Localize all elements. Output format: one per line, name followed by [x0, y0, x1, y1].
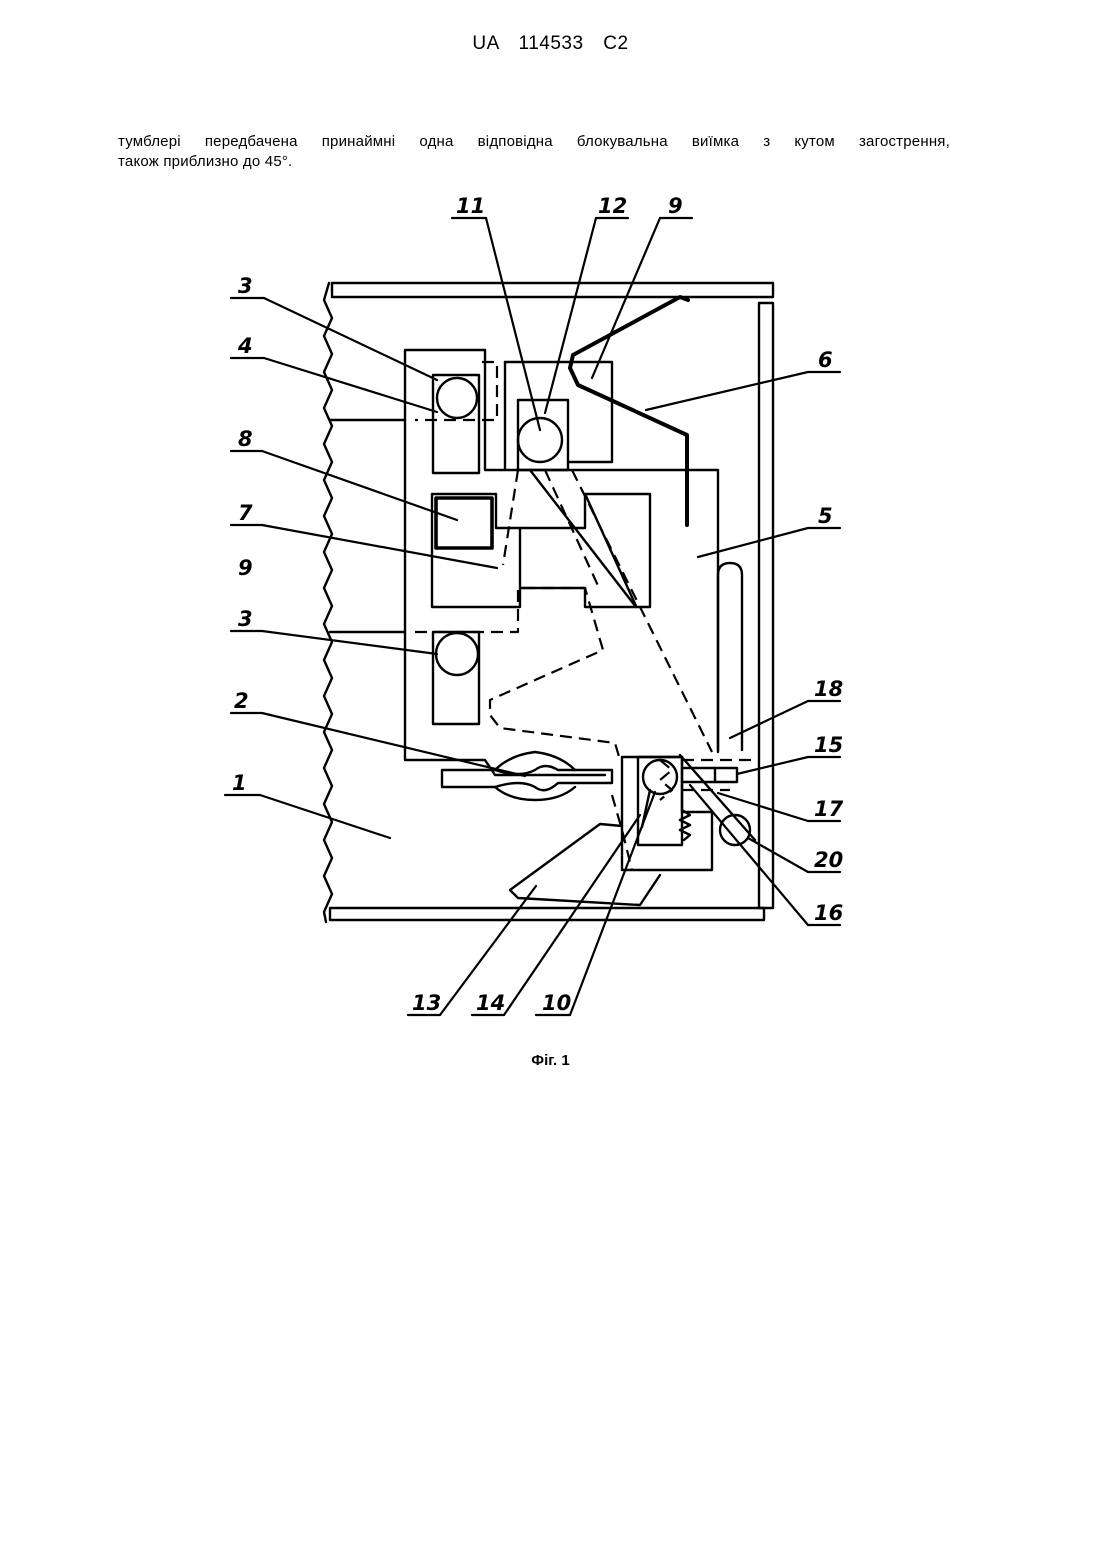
label-20: 20	[814, 848, 843, 872]
part-2-bar	[442, 766, 612, 790]
figure-caption: Фіг. 1	[0, 1052, 1101, 1069]
label-1: 1	[232, 771, 247, 795]
label-7: 7	[238, 501, 253, 525]
label-4: 4	[237, 334, 253, 358]
label-2: 2	[234, 689, 249, 713]
housing-bottom-rail	[330, 908, 764, 920]
label-12: 12	[598, 194, 627, 218]
patent-figure-drawing: 11 12 9 3 4 6 8 7 5 9 3 18 2 15 1 17 20 …	[0, 0, 1101, 1040]
label-15: 15	[814, 733, 843, 757]
label-6: 6	[818, 348, 833, 372]
label-17: 17	[814, 797, 844, 821]
part-8-block	[436, 498, 492, 548]
label-16: 16	[814, 901, 843, 925]
slot-18	[718, 563, 742, 750]
part-11-roller	[518, 418, 562, 462]
label-9-left: 9	[238, 556, 253, 580]
housing-right-rail	[759, 303, 773, 908]
label-3-top: 3	[238, 274, 253, 298]
label-11: 11	[456, 194, 485, 218]
label-3-bottom: 3	[238, 607, 253, 631]
label-13: 13	[412, 991, 441, 1015]
label-9-top: 9	[668, 194, 683, 218]
label-18: 18	[814, 677, 843, 701]
housing-top-rail	[332, 283, 773, 297]
label-5: 5	[818, 504, 833, 528]
label-8: 8	[238, 427, 253, 451]
label-10: 10	[542, 991, 571, 1015]
label-14: 14	[476, 991, 505, 1015]
